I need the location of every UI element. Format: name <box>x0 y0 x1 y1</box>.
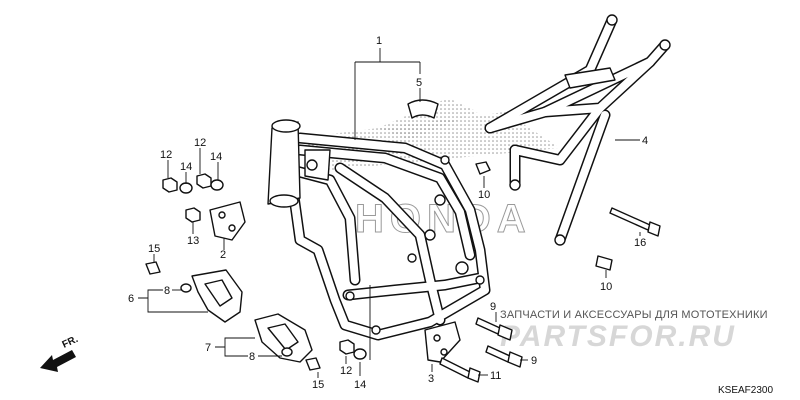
main-frame <box>267 119 491 341</box>
callout-8-upper: 8 <box>164 285 170 297</box>
callout-12-left: 12 <box>160 149 172 161</box>
callout-1: 1 <box>376 35 382 47</box>
callout-2: 2 <box>220 249 226 261</box>
frame-guard-lower <box>254 313 313 363</box>
callout-9-lower: 9 <box>531 355 537 367</box>
callout-3: 3 <box>428 373 434 385</box>
frame-guard-upper <box>191 269 243 323</box>
callout-14-lower: 14 <box>354 379 366 391</box>
callout-13: 13 <box>187 235 199 247</box>
watermark-site: PARTSFOR.RU <box>500 320 736 353</box>
rubber-cushion <box>407 99 439 119</box>
rear-subframe <box>484 14 671 246</box>
watermark: PARTSFOR.RU ЗАПЧАСТИ И АКСЕССУАРЫ ДЛЯ МО… <box>500 309 768 353</box>
callout-15-lower: 15 <box>312 379 324 391</box>
engine-hanger-plate <box>209 201 246 241</box>
callout-11: 11 <box>490 370 501 382</box>
callout-5: 5 <box>416 77 422 89</box>
leader-lines <box>138 48 641 378</box>
lower-hanger-plate <box>424 321 461 363</box>
callout-10-upper: 10 <box>478 189 490 201</box>
front-label: FR. <box>61 334 80 351</box>
diagram-code: KSEAF2300 <box>718 385 773 396</box>
callout-8-lower: 8 <box>249 351 255 363</box>
hardware <box>145 161 661 383</box>
callout-4: 4 <box>642 135 648 147</box>
callout-14-mid: 14 <box>210 151 222 163</box>
callout-15-upper: 15 <box>148 243 160 255</box>
watermark-tagline: ЗАПЧАСТИ И АКСЕССУАРЫ ДЛЯ МОТОТЕХНИКИ <box>500 309 768 321</box>
front-direction-indicator: FR. <box>40 334 80 372</box>
callout-16: 16 <box>634 237 646 249</box>
callouts: 1 5 4 12 14 12 14 13 2 10 16 15 6 8 10 7… <box>128 35 648 391</box>
callout-14-left: 14 <box>180 161 192 173</box>
callout-12-lower: 12 <box>340 365 352 377</box>
front-arrow-icon <box>40 350 76 372</box>
callout-12-mid: 12 <box>194 137 206 149</box>
callout-6: 6 <box>128 293 134 305</box>
callout-10-lower: 10 <box>600 281 612 293</box>
callout-7: 7 <box>205 342 211 354</box>
callout-9-upper: 9 <box>490 301 496 313</box>
